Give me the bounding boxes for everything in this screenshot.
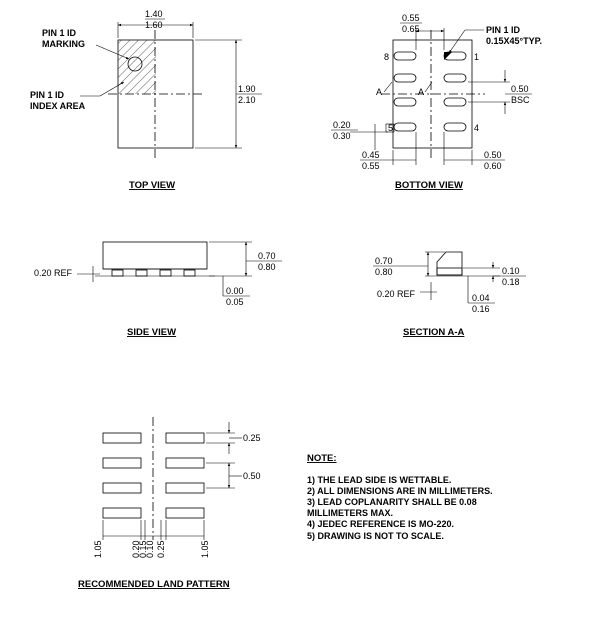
pad-4 <box>443 122 467 132</box>
side-height-min: 0.70 <box>258 251 276 261</box>
note-line-2: 2) ALL DIMENSIONS ARE IN MILLIMETERS. <box>307 486 493 496</box>
land-dim-6: 1.05 <box>200 540 210 558</box>
pad-3 <box>443 97 467 107</box>
section-height-max: 0.80 <box>375 267 393 277</box>
pin-label-1: 1 <box>474 52 479 62</box>
section-marker-right: A <box>418 87 424 97</box>
pin1-index-label-2: INDEX AREA <box>30 101 86 111</box>
bottom-right-offset-min: 0.50 <box>484 150 502 160</box>
side-ref-label: 0.20 REF <box>34 268 73 278</box>
side-view-leads <box>111 269 196 277</box>
bottom-pad-width-min: 0.55 <box>402 13 420 23</box>
bottom-lead-width-max: 0.30 <box>333 131 351 141</box>
notes-title: NOTE: <box>307 453 337 464</box>
pin1-chamfer-label-2: 0.15X45°TYP. <box>486 36 542 46</box>
side-standoff-min: 0.00 <box>226 286 244 296</box>
note-line-5: 4) JEDEC REFERENCE IS MO-220. <box>307 519 454 529</box>
land-dim-3: 0.15 <box>138 540 148 558</box>
bottom-view: 0.55 0.65 PIN 1 ID 0.15X45°TYP. 8 1 5 4 … <box>331 13 542 191</box>
section-aa-caption: SECTION A-A <box>403 327 465 338</box>
section-lead-min: 0.10 <box>502 266 520 276</box>
section-recess-max: 0.16 <box>472 304 490 314</box>
land-dim-4: 0.10 <box>145 540 155 558</box>
pin-label-5: 5 <box>388 123 393 133</box>
note-line-4: MILLIMETERS MAX. <box>307 508 393 518</box>
top-view-caption: TOP VIEW <box>129 180 175 191</box>
side-view-body <box>102 241 208 270</box>
section-height-min: 0.70 <box>375 256 393 266</box>
land-pad-height: 0.25 <box>243 433 261 443</box>
pad-7 <box>393 73 417 83</box>
bottom-pad-width-max: 0.65 <box>402 24 420 34</box>
bottom-left-offset-min: 0.45 <box>362 150 380 160</box>
top-height-min: 1.90 <box>238 84 256 94</box>
right-lead-row <box>443 51 467 132</box>
pin1-index-area <box>118 40 156 94</box>
note-line-3: 3) LEAD COPLANARITY SHALL BE 0.08 <box>307 497 477 507</box>
pad-2 <box>443 73 467 83</box>
pin-label-4: 4 <box>474 123 479 133</box>
bottom-pitch-note: BSC <box>511 95 530 105</box>
pin1-marking-label-1: PIN 1 ID <box>42 28 77 38</box>
pad-6 <box>393 97 417 107</box>
left-lead-row <box>393 51 417 132</box>
bottom-lead-width-min: 0.20 <box>333 120 351 130</box>
pin1-chamfer-label-1: PIN 1 ID <box>486 25 521 35</box>
side-height-max: 0.80 <box>258 262 276 272</box>
land-dim-1: 1.05 <box>93 540 103 558</box>
side-standoff-max: 0.05 <box>226 297 244 307</box>
land-pads-right <box>165 432 205 519</box>
bottom-pitch: 0.50 <box>511 84 529 94</box>
top-width-min: 1.40 <box>145 9 163 19</box>
pad-5 <box>393 122 417 132</box>
top-height-max: 2.10 <box>238 95 256 105</box>
section-recess-min: 0.04 <box>472 293 490 303</box>
section-ref-label: 0.20 REF <box>377 289 416 299</box>
land-pattern: 0.25 0.50 1.05 0.20 0.15 0.10 0.25 1.05 … <box>78 417 261 590</box>
section-aa: 0.70 0.80 0.10 0.18 0.20 REF 0.04 0.16 S… <box>373 251 526 338</box>
section-lead-max: 0.18 <box>502 277 520 287</box>
top-view: 1.40 1.60 1.90 2.10 PIN 1 ID MARKING PIN… <box>30 9 262 191</box>
note-line-6: 5) DRAWING IS NOT TO SCALE. <box>307 531 444 541</box>
land-dim-2: 0.20 <box>131 540 141 558</box>
bottom-right-offset-max: 0.60 <box>484 161 502 171</box>
notes-block: NOTE: 1) THE LEAD SIDE IS WETTABLE. 2) A… <box>307 453 493 541</box>
pin1-marking-dot <box>127 56 143 72</box>
note-line-1: 1) THE LEAD SIDE IS WETTABLE. <box>307 475 451 485</box>
pin-label-8: 8 <box>384 52 389 62</box>
pin1-chamfer <box>444 52 452 60</box>
bottom-view-caption: BOTTOM VIEW <box>395 180 463 191</box>
section-marker-left: A <box>376 87 382 97</box>
top-width-max: 1.60 <box>145 20 163 30</box>
bottom-left-offset-max: 0.55 <box>362 161 380 171</box>
section-body <box>436 251 463 276</box>
land-pitch: 0.50 <box>243 471 261 481</box>
land-pattern-caption: RECOMMENDED LAND PATTERN <box>78 579 230 590</box>
side-view-caption: SIDE VIEW <box>127 327 176 338</box>
pad-8 <box>393 51 417 61</box>
section-lead <box>436 267 463 276</box>
land-dim-5: 0.25 <box>156 540 166 558</box>
land-pads-left <box>102 432 142 519</box>
pin1-marking-label-2: MARKING <box>42 39 85 49</box>
side-view: 0.70 0.80 0.20 REF 0.00 0.05 SIDE VIEW <box>34 241 282 338</box>
pin1-index-label-1: PIN 1 ID <box>30 90 65 100</box>
